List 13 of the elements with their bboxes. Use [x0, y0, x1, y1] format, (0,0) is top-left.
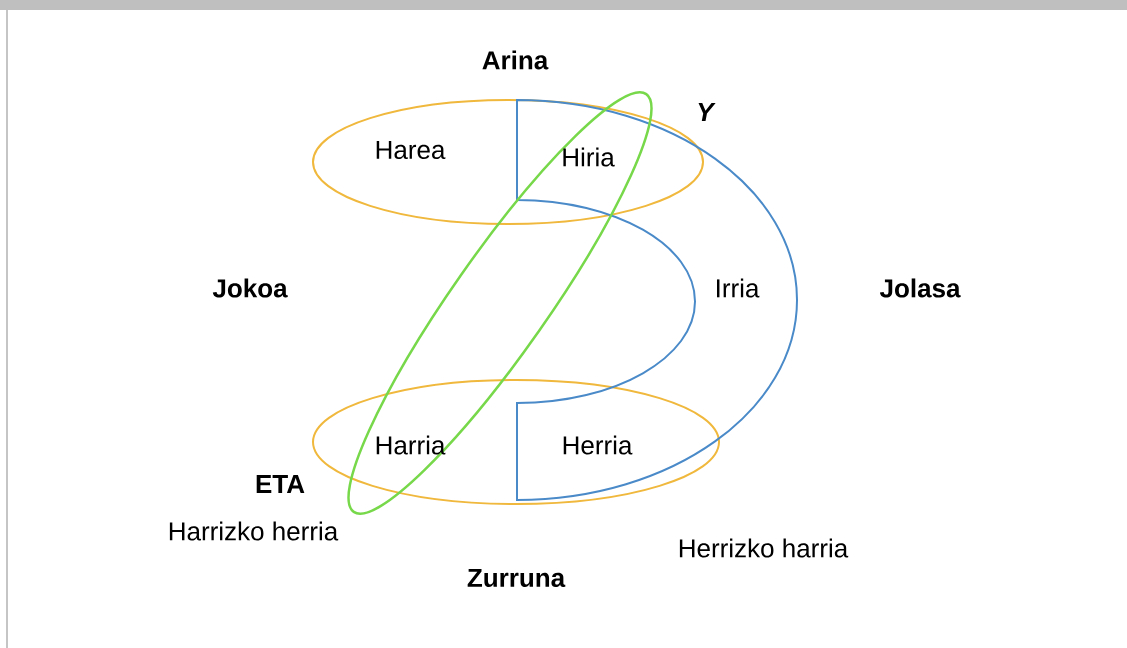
- text-label: Jolasa: [879, 278, 961, 298]
- text-label: ETA: [256, 475, 305, 493]
- text-label: Herria: [563, 435, 633, 455]
- text-label: Jokoa: [212, 278, 288, 298]
- text-label: Zurruna: [467, 568, 566, 588]
- text-label: Hiria: [563, 147, 615, 167]
- text-label: Herrizko harria: [679, 538, 849, 558]
- text-label: Y: [698, 103, 716, 121]
- text-label: Harria: [376, 435, 446, 455]
- text-label: Harrizko herria: [169, 521, 339, 541]
- text-label: Irria: [717, 278, 760, 298]
- text-label: Arina: [482, 50, 549, 70]
- text-label: Harea: [376, 140, 446, 160]
